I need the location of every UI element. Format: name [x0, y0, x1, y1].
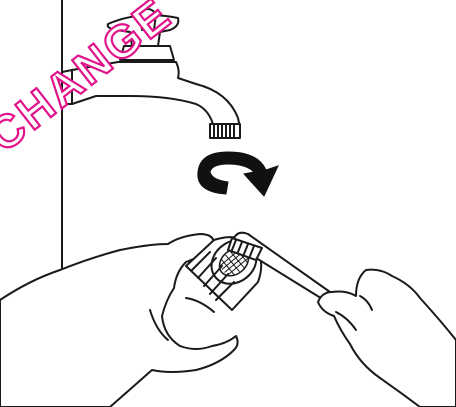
hand-icon-right [318, 270, 456, 407]
rotate-arrow-icon [198, 152, 278, 196]
